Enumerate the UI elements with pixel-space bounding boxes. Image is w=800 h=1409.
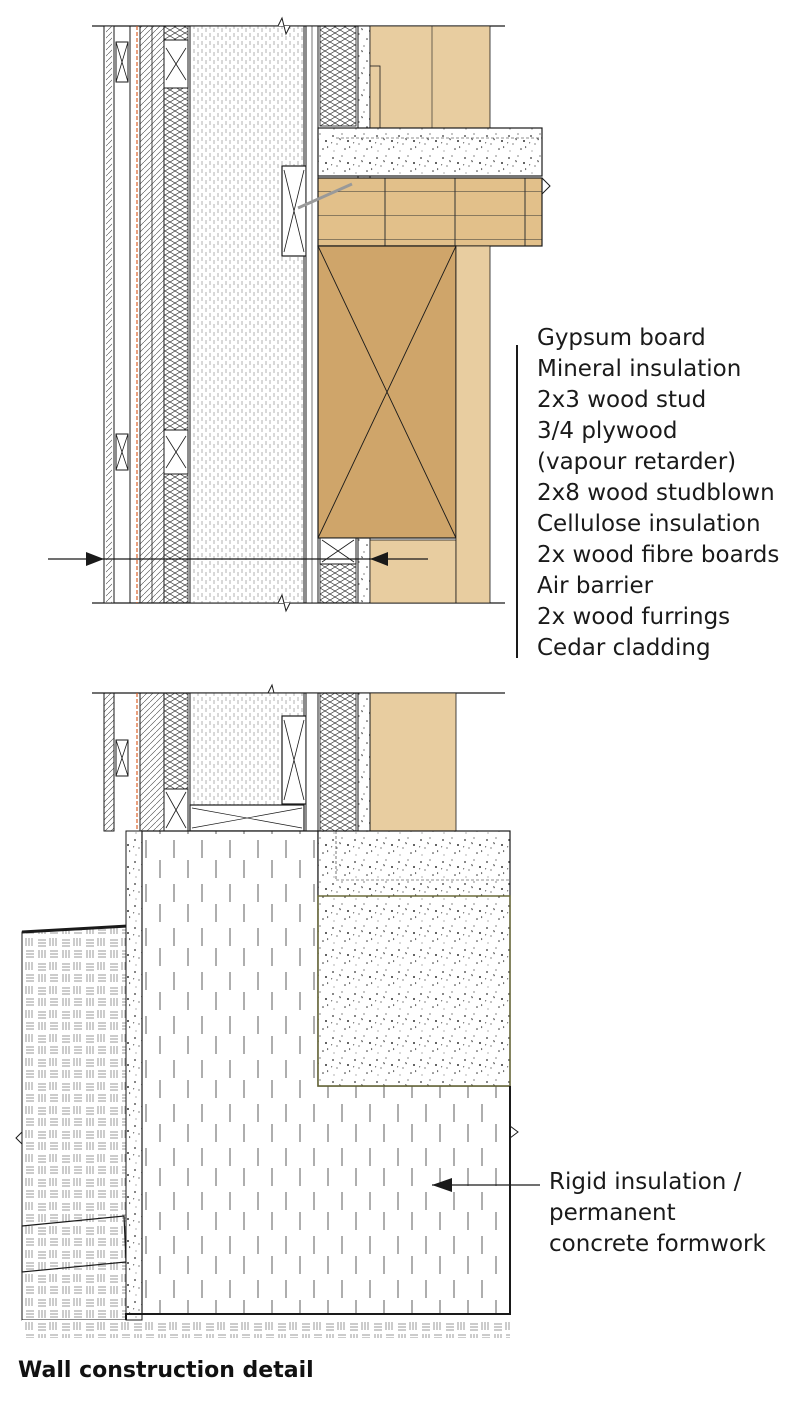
foundation-label-line: Rigid insulation / [549, 1169, 742, 1195]
layer-label: Air barrier [537, 573, 654, 599]
layer-label: 2x8 wood studblown [537, 480, 775, 506]
layer-label: 2x wood fibre boards [537, 542, 780, 568]
label-bracket [516, 345, 518, 658]
upper-wall-section [48, 16, 551, 613]
figure-caption: Wall construction detail [18, 1358, 314, 1383]
foundation-label-line: concrete formwork [549, 1231, 766, 1257]
layer-label: (vapour retarder) [537, 449, 737, 475]
layer-label: Cedar cladding [537, 635, 711, 661]
layer-label: 3/4 plywood [537, 418, 678, 444]
foundation-label: Rigid insulation / permanent concrete fo… [549, 1167, 766, 1260]
layer-label: Gypsum board [537, 325, 706, 351]
layer-label: Cellulose insulation [537, 511, 761, 537]
layer-label: 2x3 wood stud [537, 387, 707, 413]
foundation-section [15, 683, 540, 1338]
layer-label-list: Gypsum board Mineral insulation 2x3 wood… [537, 323, 779, 664]
layer-label: 2x wood furrings [537, 604, 731, 630]
layer-label: Mineral insulation [537, 356, 742, 382]
foundation-label-line: permanent [549, 1200, 676, 1226]
